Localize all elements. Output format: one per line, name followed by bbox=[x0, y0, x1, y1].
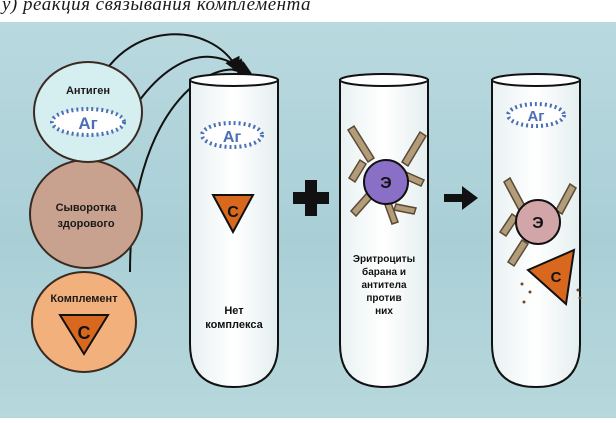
tube-erythrocytes: Э Эритроциты барана и антитела против ни… bbox=[340, 74, 428, 387]
serum-label-1: Сыворотка bbox=[56, 202, 118, 214]
serum-circle: Сыворотка здорового bbox=[30, 160, 142, 268]
tube2-cell-label: Э bbox=[380, 175, 391, 192]
tube3-complement-badge: С bbox=[551, 269, 562, 286]
caption-text: у) реакция связывания комплемента bbox=[2, 0, 311, 16]
complement-circle-badge: С bbox=[78, 323, 91, 343]
antigen-circle: Антиген Аг bbox=[34, 62, 142, 162]
tube-no-complex: Аг С Нет комплекса bbox=[190, 74, 278, 387]
tube1-complement-badge: С bbox=[227, 204, 239, 221]
antigen-circle-badge: Аг bbox=[78, 114, 97, 133]
tube-complex: Аг Э С bbox=[492, 74, 582, 387]
tube3-antigen-badge: Аг bbox=[527, 108, 544, 125]
diagram-canvas: Сыворотка здорового Комплемент С Антиген… bbox=[0, 22, 616, 418]
cropped-caption: у) реакция связывания комплемента bbox=[0, 0, 616, 22]
complement-circle: Комплемент С bbox=[32, 272, 136, 372]
complement-circle-label: Комплемент bbox=[50, 293, 118, 305]
tube2-label-4: против bbox=[366, 293, 401, 304]
tube2-label-3: антитела bbox=[361, 280, 406, 291]
diagram-panel: Сыворотка здорового Комплемент С Антиген… bbox=[0, 22, 616, 418]
arrow-right-icon bbox=[444, 186, 478, 210]
serum-label-2: здорового bbox=[57, 218, 114, 230]
antigen-circle-label: Антиген bbox=[66, 85, 110, 97]
tube1-antigen-badge: Аг bbox=[223, 129, 242, 146]
tube1-label-2: комплекса bbox=[205, 319, 263, 331]
tube2-label-1: Эритроциты bbox=[353, 254, 415, 265]
tube1-label-1: Нет bbox=[224, 305, 244, 317]
plus-icon bbox=[293, 180, 329, 216]
tube2-label-2: барана и bbox=[362, 266, 406, 278]
tube2-label-5: них bbox=[375, 306, 393, 317]
tube3-cell-label: Э bbox=[532, 215, 543, 232]
